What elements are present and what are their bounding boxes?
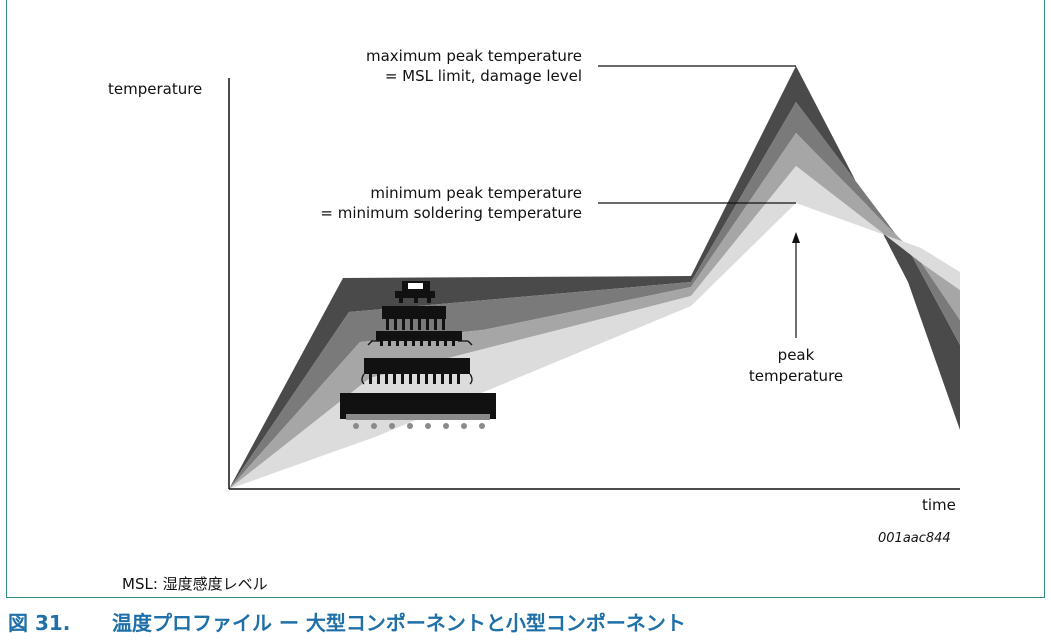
max-peak-label-line2: = MSL limit, damage level xyxy=(384,67,582,85)
msl-note: MSL: 湿度感度レベル xyxy=(122,575,268,593)
min-peak-label-line2: = minimum soldering temperature xyxy=(320,204,582,222)
small-component-icon xyxy=(395,281,435,303)
profile-band-dark xyxy=(229,102,960,489)
figure-caption: 図 31. 温度プロファイル ー 大型コンポーネントと小型コンポーネント xyxy=(8,607,686,636)
peak-arrow-head xyxy=(792,232,800,243)
sop-component-icon xyxy=(382,306,446,330)
qfp-component-icon xyxy=(367,331,473,346)
caption-title: 温度プロファイル ー 大型コンポーネントと小型コンポーネント xyxy=(112,611,686,635)
bga-component-icon xyxy=(340,393,496,429)
figure-frame xyxy=(6,0,1045,598)
peak-label-line2: temperature xyxy=(748,367,844,385)
peak-label-line1: peak xyxy=(777,346,815,364)
x-axis-label: time xyxy=(922,496,956,514)
max-peak-label-line1: maximum peak temperature xyxy=(365,47,582,65)
soj-component-icon xyxy=(361,358,473,385)
min-peak-label-line1: minimum peak temperature xyxy=(370,184,582,202)
temperature-profile-diagram xyxy=(228,65,960,490)
profile-band-medium xyxy=(229,133,960,489)
caption-number: 図 31. xyxy=(8,611,71,635)
y-axis-label: temperature xyxy=(108,80,203,98)
figure-code: 001aac844 xyxy=(878,531,951,546)
profile-band-darkest xyxy=(229,66,960,489)
